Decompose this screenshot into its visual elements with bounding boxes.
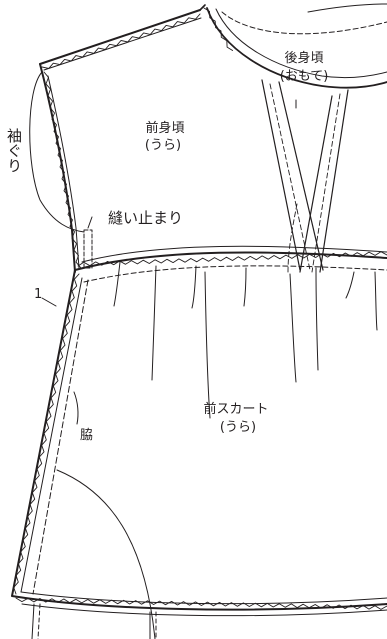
front-skirt-shape bbox=[11, 269, 387, 617]
back-bodice-label: 後身頃 bbox=[284, 50, 323, 66]
waist-seam bbox=[74, 245, 387, 283]
armhole-leader bbox=[29, 71, 85, 233]
stitch-stop-label: 縫い止まり bbox=[108, 209, 183, 227]
hem-dashes bbox=[31, 603, 157, 639]
gather-lines bbox=[113, 261, 378, 419]
front-bodice-label: 前身頃 bbox=[145, 120, 184, 136]
armhole-label: 袖ぐり bbox=[5, 128, 23, 173]
stitch-stop-marker bbox=[83, 216, 93, 269]
side-leader bbox=[73, 391, 79, 425]
hem-fold-arc bbox=[56, 469, 156, 639]
seam-number-label: 1 bbox=[34, 287, 42, 302]
front-skirt-side-label: (うら) bbox=[220, 420, 256, 435]
front-skirt-label: 前スカート bbox=[203, 401, 268, 417]
seam-1-leader bbox=[41, 297, 57, 307]
back-bodice-shape bbox=[206, 3, 387, 89]
crossover-straps bbox=[261, 79, 349, 273]
front-bodice-side-label: (うら) bbox=[145, 138, 181, 153]
side-seam-label: 脇 bbox=[80, 428, 93, 443]
back-bodice-side-label: (おもて) bbox=[280, 69, 329, 84]
pinked-edges bbox=[13, 7, 387, 610]
